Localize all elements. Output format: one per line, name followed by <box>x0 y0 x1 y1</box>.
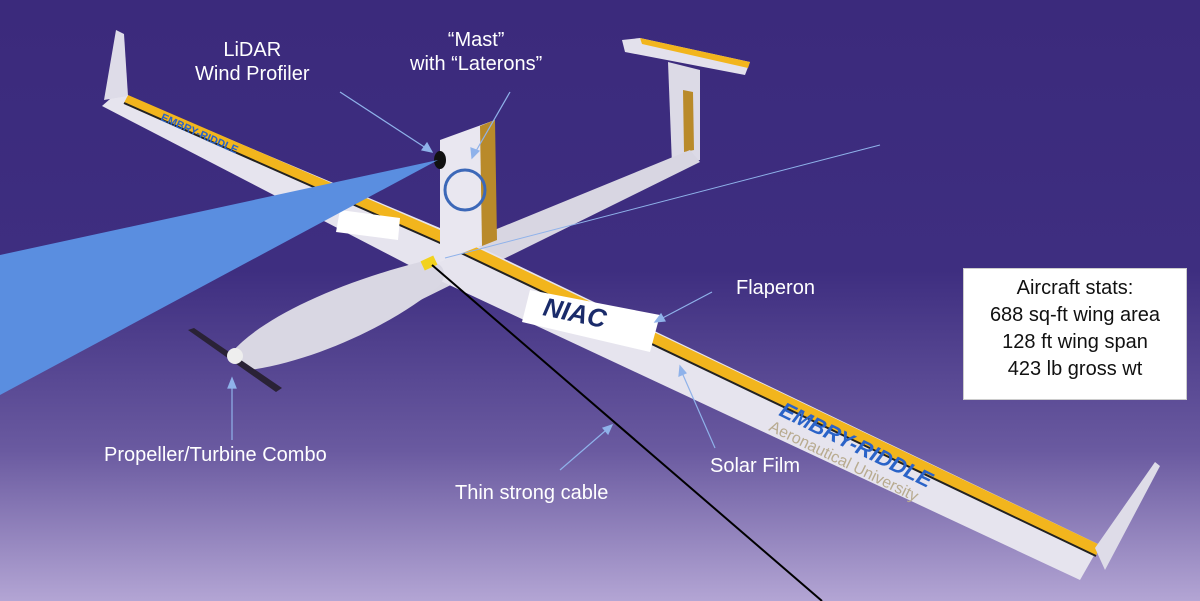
label-lidar: LiDAR Wind Profiler <box>195 38 309 86</box>
label-lidar-line2: Wind Profiler <box>195 63 310 85</box>
lateron <box>480 120 497 246</box>
aircraft-stats-box: Aircraft stats: 688 sq-ft wing area 128 … <box>963 268 1187 400</box>
stats-wing-span: 128 ft wing span <box>1002 331 1148 353</box>
label-mast-line1: “Mast” <box>447 29 505 51</box>
label-propeller: Propeller/Turbine Combo <box>104 444 327 466</box>
right-winglet <box>1095 462 1160 570</box>
label-mast: “Mast” with “Laterons” <box>410 28 542 76</box>
spinner <box>227 348 243 364</box>
tether-cable <box>431 264 823 601</box>
lidar-sensor <box>434 151 446 169</box>
stats-wing-area: 688 sq-ft wing area <box>989 304 1161 326</box>
guide-line <box>444 144 881 259</box>
lidar-beam <box>0 160 438 395</box>
label-flaperon: Flaperon <box>736 277 815 299</box>
label-mast-line2: with “Laterons” <box>410 53 543 75</box>
label-solar-film: Solar Film <box>710 455 801 477</box>
fuselage <box>232 261 444 370</box>
label-cable: Thin strong cable <box>455 482 609 504</box>
mount-yellow <box>420 255 438 271</box>
stats-gross-weight: 423 lb gross wt <box>1007 358 1143 380</box>
callout-arrows <box>227 91 716 471</box>
label-lidar-line1: LiDAR <box>223 39 282 61</box>
vertical-tail-rudder <box>683 90 694 152</box>
horizontal-stabilizer <box>622 38 750 75</box>
mast-seal <box>443 168 487 212</box>
wing-edge <box>123 102 1097 557</box>
left-winglet <box>104 30 128 100</box>
stats-title: Aircraft stats: <box>1016 277 1134 299</box>
stabilizer-yellow <box>640 38 750 68</box>
